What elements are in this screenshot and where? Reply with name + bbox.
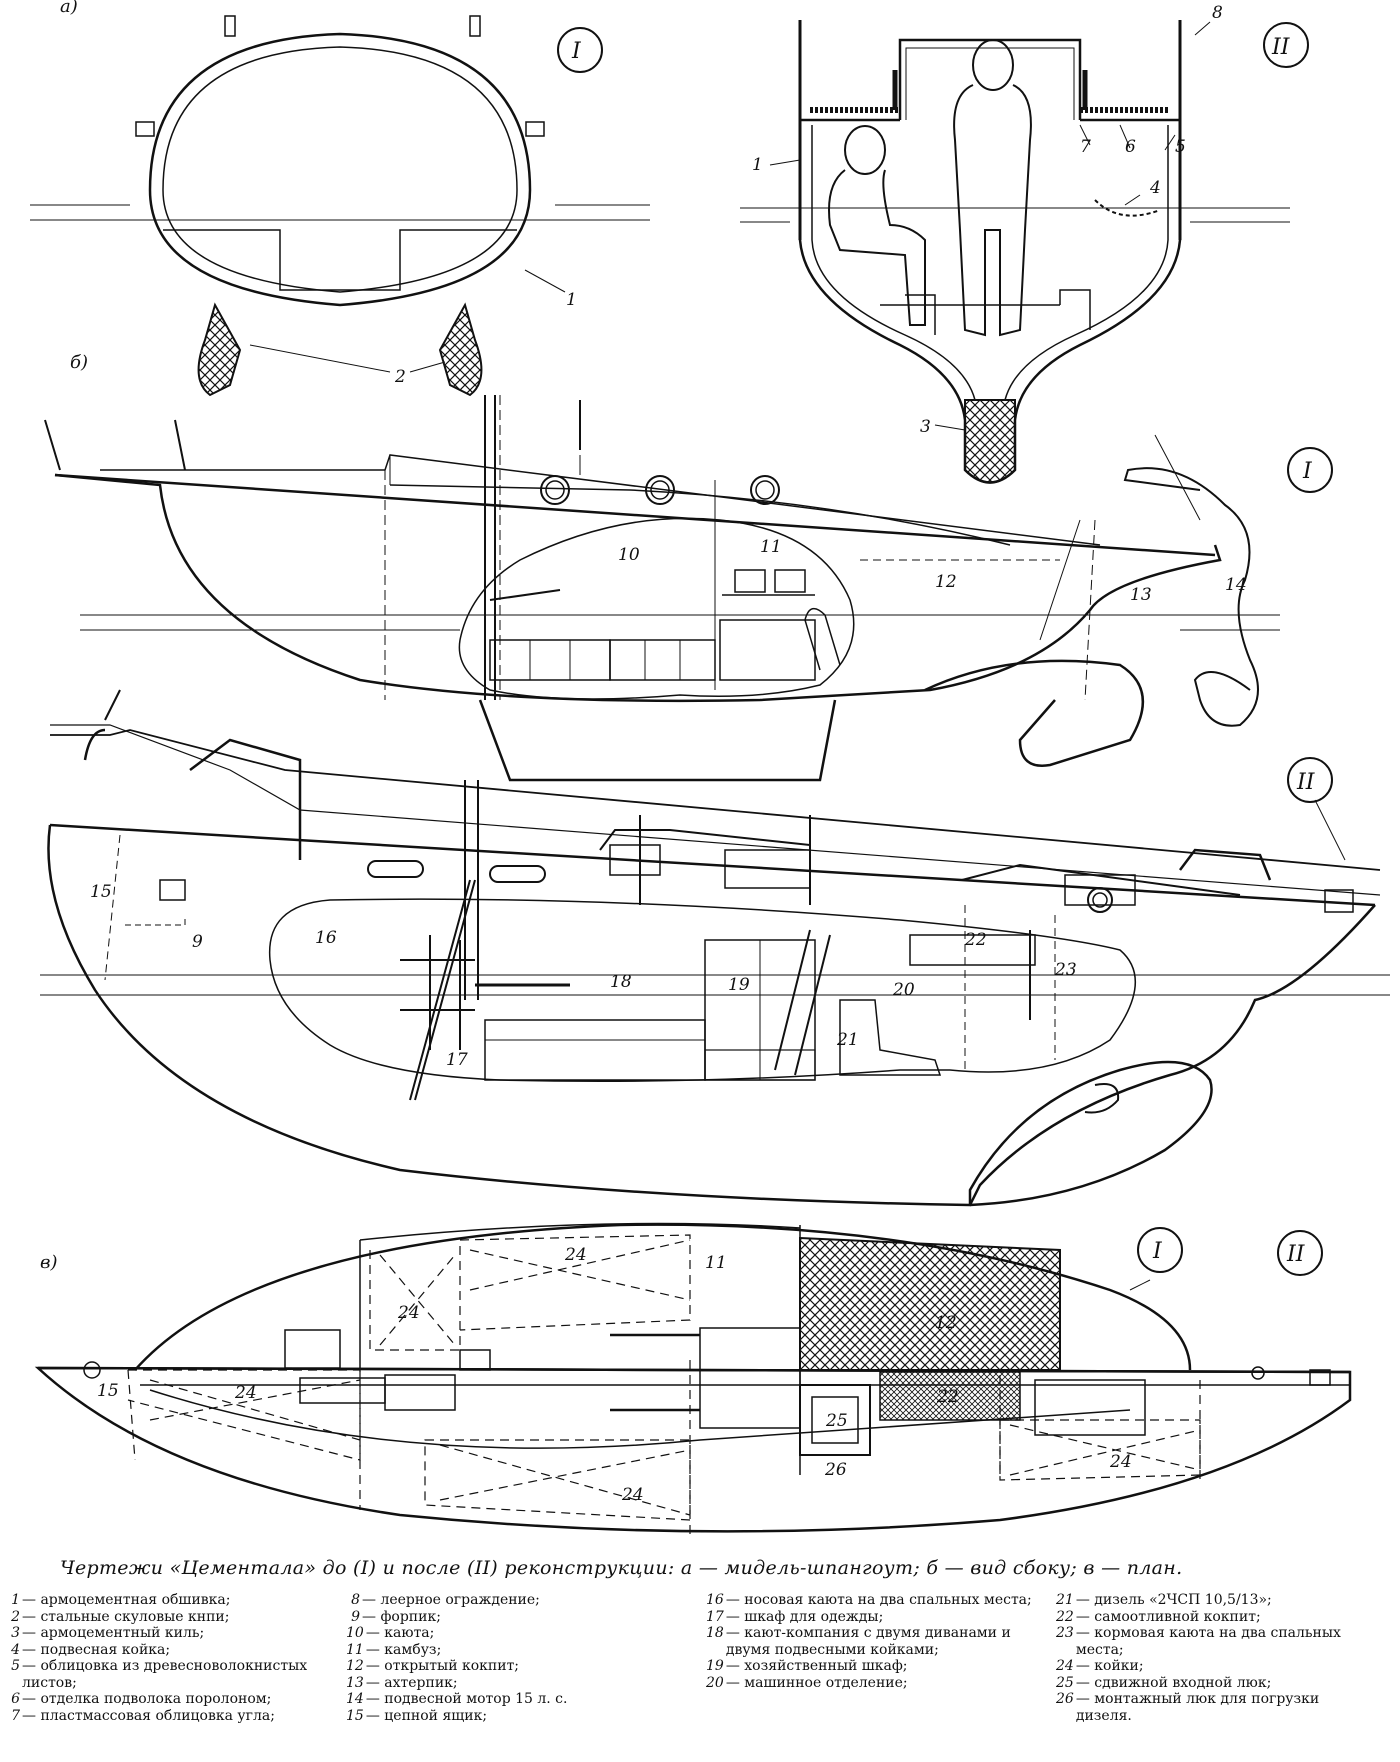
- label-7: 7: [1080, 137, 1091, 157]
- label-24d: 24: [621, 1485, 644, 1505]
- legend-item: 22— самоотливной кокпит;: [1056, 1608, 1261, 1625]
- side-view-before: [44, 395, 1280, 782]
- legend-item: 9— форпик;: [351, 1608, 441, 1625]
- legend-column-3: 16— носовая каюта на два спальных места;…: [706, 1592, 1056, 1724]
- label-11b: 11: [705, 1253, 727, 1273]
- section-ii-label-c: II: [1286, 1242, 1306, 1267]
- legend-item: 21— дизель «2ЧСП 10,5/13»;: [1056, 1592, 1272, 1608]
- figure-caption: Чертежи «Цементала» до (I) и после (II) …: [60, 1557, 1183, 1579]
- view-c-label: в): [40, 1252, 58, 1273]
- legend-item: 2— стальные скуловые кнпи;: [11, 1608, 230, 1625]
- label-1a: 1: [566, 290, 577, 310]
- legend-item: 7— пластмассовая облицовка угла;: [11, 1707, 275, 1724]
- legend-item: 4— подвесная койка;: [11, 1641, 171, 1658]
- section-i-marker-c: [1137, 1227, 1183, 1273]
- technical-drawing: 1 2 I а) 1 4 5 6 7: [30, 0, 1390, 1540]
- label-14: 14: [1225, 575, 1247, 595]
- side-view-after: [40, 689, 1390, 1207]
- midship-section-before: [30, 15, 650, 397]
- section-ii-leaders: [769, 21, 1211, 431]
- legend-item: 10— каюта;: [346, 1625, 435, 1641]
- legend-column-1: 1— армоцементная обшивка; 2— стальные ск…: [6, 1592, 346, 1724]
- legend-item: 23— кормовая каюта на два спальных места…: [1056, 1625, 1341, 1658]
- label-2a: 2: [394, 367, 406, 387]
- parts-legend: 1— армоцементная обшивка; 2— стальные ск…: [6, 1592, 1394, 1724]
- legend-item: 15— цепной ящик;: [346, 1707, 488, 1724]
- legend-item: 12— открытый кокпит;: [346, 1658, 520, 1674]
- label-24a: 24: [564, 1245, 587, 1265]
- legend-item: 5— облицовка из древесноволокнистых лист…: [11, 1658, 308, 1691]
- label-24b: 24: [397, 1303, 420, 1323]
- label-26: 26: [824, 1460, 847, 1480]
- legend-item: 11— камбуз;: [346, 1641, 442, 1658]
- label-16: 16: [315, 928, 337, 948]
- label-15a: 15: [90, 882, 112, 902]
- section-ii-marker-a: [1263, 22, 1309, 68]
- plan-view: [34, 1222, 1352, 1540]
- section-i-marker-a: [557, 27, 603, 73]
- legend-item: 13— ахтерпик;: [346, 1674, 458, 1691]
- legend-item: 18— кают-компания с двумя диванами и дву…: [706, 1625, 1011, 1658]
- legend-item: 20— машинное отделение;: [706, 1674, 908, 1691]
- legend-item: 6— отделка подволока поролоном;: [11, 1691, 272, 1707]
- section-i-label-a: I: [571, 39, 582, 64]
- label-5: 5: [1175, 137, 1186, 157]
- section-i-label-b: I: [1302, 459, 1313, 484]
- legend-item: 16— носовая каюта на два спальных места;: [706, 1592, 1032, 1608]
- legend-item: 14— подвесной мотор 15 л. с.: [346, 1691, 568, 1707]
- label-6: 6: [1125, 137, 1136, 157]
- legend-item: 3— армоцементный киль;: [11, 1625, 205, 1641]
- label-24c: 24: [234, 1383, 257, 1403]
- legend-column-4: 21— дизель «2ЧСП 10,5/13»; 22— самоотлив…: [1056, 1592, 1384, 1724]
- label-25: 25: [825, 1411, 848, 1431]
- label-10: 10: [618, 545, 640, 565]
- label-17: 17: [446, 1050, 468, 1070]
- legend-item: 25— сдвижной входной люк;: [1056, 1674, 1272, 1691]
- label-12a: 12: [935, 572, 957, 592]
- legend-item: 17— шкаф для одежды;: [706, 1608, 884, 1625]
- section-ii-label-a: II: [1271, 35, 1291, 60]
- label-3: 3: [920, 417, 931, 437]
- label-19: 19: [728, 975, 750, 995]
- midship-section-after: [740, 20, 1290, 484]
- label-12b: 12: [935, 1313, 957, 1333]
- section-i-label-c: I: [1152, 1239, 1163, 1264]
- label-9: 9: [192, 932, 203, 952]
- label-1b: 1: [752, 155, 763, 175]
- human-silhouettes: [828, 39, 1032, 337]
- label-18: 18: [610, 972, 632, 992]
- legend-column-2: 8— леерное ограждение; 9— форпик; 10— ка…: [346, 1592, 706, 1724]
- legend-item: 24— койки;: [1056, 1658, 1144, 1674]
- label-4: 4: [1149, 178, 1161, 198]
- label-22b: 22: [936, 1387, 959, 1407]
- section-ii-marker-c: [1277, 1230, 1323, 1276]
- label-11a: 11: [760, 537, 782, 557]
- label-13: 13: [1130, 585, 1152, 605]
- view-a-label: а): [60, 0, 78, 17]
- label-22a: 22: [964, 930, 987, 950]
- label-21: 21: [836, 1030, 859, 1050]
- legend-item: 26— монтажный люк для погрузки дизеля.: [1056, 1691, 1320, 1724]
- section-i-marker-b: [1287, 447, 1333, 493]
- label-20: 20: [892, 980, 915, 1000]
- view-b-label: б): [70, 352, 88, 373]
- label-24e: 24: [1109, 1452, 1132, 1472]
- section-ii-marker-b: [1287, 757, 1333, 803]
- drawing-stage: 1 2 I а) 1 4 5 6 7: [30, 0, 1390, 1540]
- legend-item: 1— армоцементная обшивка;: [11, 1592, 231, 1608]
- label-8: 8: [1212, 3, 1223, 23]
- legend-item: 8— леерное ограждение;: [351, 1592, 540, 1608]
- label-23: 23: [1054, 960, 1077, 980]
- label-15b: 15: [97, 1381, 119, 1401]
- legend-item: 19— хозяйственный шкаф;: [706, 1658, 908, 1674]
- section-ii-label-b: II: [1296, 770, 1316, 795]
